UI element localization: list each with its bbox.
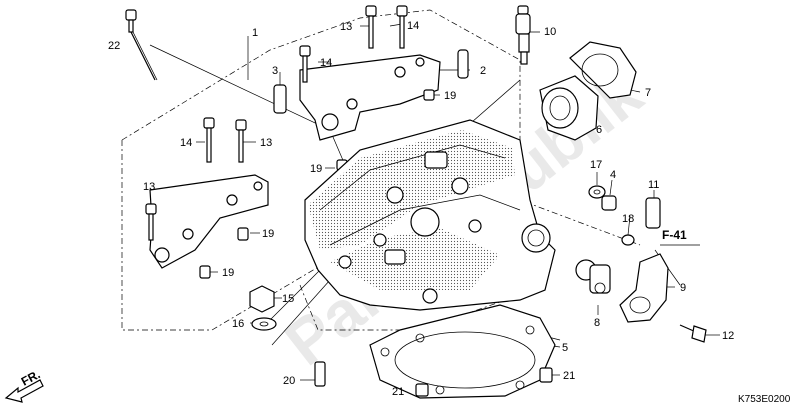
callout-14-left: 14: [180, 137, 192, 149]
reference-marker: F-41: [660, 228, 700, 246]
long-bolt-22: [125, 9, 158, 81]
callout-16: 16: [232, 318, 244, 330]
callout-8: 8: [594, 317, 600, 329]
cam-holder-upper: [273, 5, 469, 171]
callout-9: 9: [680, 282, 686, 294]
callout-6: 6: [596, 124, 602, 136]
cylinder-head: [304, 119, 556, 311]
callout-3: 3: [272, 65, 278, 77]
spark-plug: [515, 5, 531, 65]
callout-19-top: 19: [444, 90, 456, 102]
dowel-pins: [314, 361, 553, 397]
callout-13-right: 13: [260, 137, 272, 149]
callout-21-right: 21: [563, 370, 575, 382]
callout-4: 4: [610, 169, 616, 181]
nut-and-washer: [249, 285, 277, 331]
cam-holder-lower: [145, 117, 269, 279]
callout-13-left: 13: [143, 181, 155, 193]
callout-1: 1: [252, 27, 258, 39]
callout-14-mid: 14: [320, 57, 332, 69]
callout-19-left: 19: [262, 228, 274, 240]
cylinder-head-gasket: [369, 304, 556, 399]
callout-20: 20: [283, 375, 295, 387]
callout-18: 18: [622, 213, 634, 225]
diagram-code: K753E0200: [738, 394, 791, 405]
insulator-and-clamp: [539, 41, 637, 141]
front-direction-indicator: FR.: [4, 367, 44, 403]
callout-labels: 1 2 3 4 5 6 7 8 9 10 11 12 13 13 13 14 1…: [108, 20, 734, 398]
front-arrow-icon: [4, 379, 44, 403]
callout-17: 17: [590, 159, 602, 171]
callout-2: 2: [480, 65, 486, 77]
callout-11: 11: [648, 179, 659, 191]
sensor: [575, 259, 611, 294]
callout-5: 5: [562, 342, 568, 354]
callout-21-left: 21: [392, 386, 404, 398]
callout-13-top: 13: [340, 21, 352, 33]
callout-19-mid: 19: [310, 163, 322, 175]
callout-14-top: 14: [407, 20, 419, 32]
callout-15: 15: [282, 293, 294, 305]
reference-label: F-41: [662, 228, 687, 242]
callout-12: 12: [722, 330, 734, 342]
callout-22: 22: [108, 40, 120, 52]
small-fittings: [588, 185, 661, 246]
callout-7: 7: [645, 87, 651, 99]
callout-19-bottom: 19: [222, 267, 234, 279]
water-outlet: [619, 253, 707, 343]
callout-10: 10: [544, 26, 556, 38]
